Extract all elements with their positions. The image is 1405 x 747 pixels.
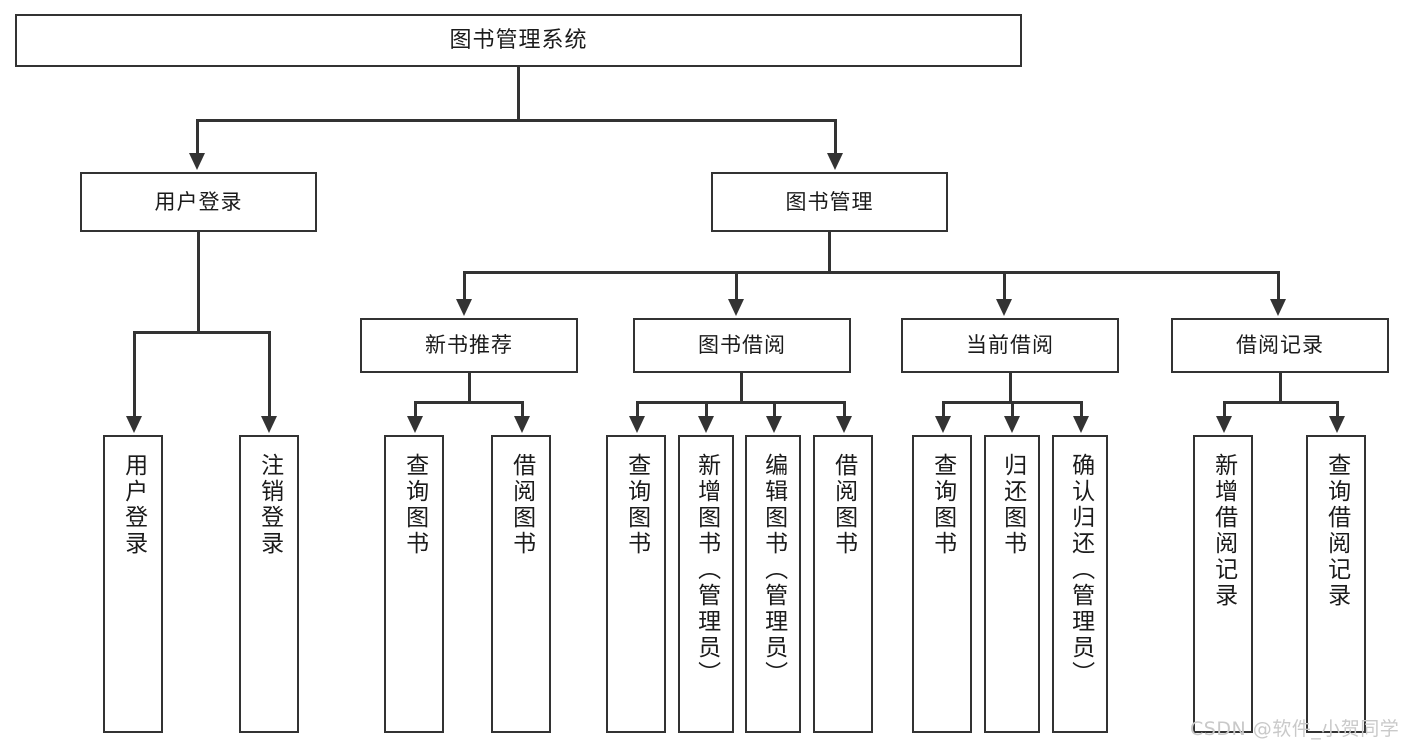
node-label: 注销登录 xyxy=(256,453,283,557)
arrow-book-borrow-to-leaf-3 xyxy=(836,416,852,433)
node-label: 新书推荐 xyxy=(425,333,513,358)
arrow-new-book-to-leaf-0 xyxy=(407,416,423,433)
leaf-user-login-login[interactable]: 用户登录 xyxy=(103,435,163,733)
connector-current-borrow-to-leaf-2 xyxy=(1080,401,1083,418)
connector-book-borrow-to-leaf-1 xyxy=(705,401,708,418)
node-book-management[interactable]: 图书管理 xyxy=(711,172,948,232)
leaf-current-borrow-return[interactable]: 归还图书 xyxy=(984,435,1040,733)
connector-book-borrow-to-leaf-3 xyxy=(843,401,846,418)
arrow-book-borrow-to-leaf-1 xyxy=(698,416,714,433)
arrow-user-login-to-leaf-1 xyxy=(261,416,277,433)
connector-book-mgmt-to-l3-3 xyxy=(1277,271,1280,301)
connector-root-to-user-login xyxy=(196,119,199,155)
connector-current-borrow-to-leaf-1 xyxy=(1011,401,1014,418)
arrow-borrow-record-to-leaf-1 xyxy=(1329,416,1345,433)
leaf-new-book-borrow[interactable]: 借阅图书 xyxy=(491,435,551,733)
node-label: 借阅记录 xyxy=(1236,333,1324,358)
connector-new-book-stem xyxy=(468,373,471,401)
connector-book-borrow-stem xyxy=(740,373,743,401)
arrow-book-borrow-to-leaf-2 xyxy=(766,416,782,433)
leaf-current-borrow-query[interactable]: 查询图书 xyxy=(912,435,972,733)
connector-new-book-bus xyxy=(414,401,524,404)
node-book-borrow[interactable]: 图书借阅 xyxy=(633,318,851,373)
node-borrow-record[interactable]: 借阅记录 xyxy=(1171,318,1389,373)
node-label: 图书借阅 xyxy=(698,333,786,358)
leaf-user-login-logout[interactable]: 注销登录 xyxy=(239,435,299,733)
leaf-borrow-record-add[interactable]: 新增借阅记录 xyxy=(1193,435,1253,733)
leaf-book-borrow-add[interactable]: 新增图书（管理员） xyxy=(678,435,734,733)
arrow-book-mgmt-to-l3-0 xyxy=(456,299,472,316)
connector-borrow-record-to-leaf-1 xyxy=(1336,401,1339,418)
node-label: 查询图书 xyxy=(623,453,650,557)
connector-book-mgmt-to-l3-1 xyxy=(735,271,738,301)
leaf-book-borrow-edit[interactable]: 编辑图书（管理员） xyxy=(745,435,801,733)
node-label: 编辑图书（管理员） xyxy=(760,453,787,687)
arrow-new-book-to-leaf-1 xyxy=(514,416,530,433)
arrow-current-borrow-to-leaf-2 xyxy=(1073,416,1089,433)
node-label: 当前借阅 xyxy=(966,333,1054,358)
arrow-borrow-record-to-leaf-0 xyxy=(1216,416,1232,433)
connector-user-login-bus xyxy=(133,331,270,334)
node-label: 用户登录 xyxy=(154,189,243,214)
connector-root-to-book-mgmt xyxy=(834,119,837,155)
leaf-book-borrow-query[interactable]: 查询图书 xyxy=(606,435,666,733)
arrow-book-mgmt-to-l3-3 xyxy=(1270,299,1286,316)
node-label: 归还图书 xyxy=(999,453,1026,557)
arrow-current-borrow-to-leaf-0 xyxy=(935,416,951,433)
connector-book-borrow-to-leaf-2 xyxy=(773,401,776,418)
connector-new-book-to-leaf-1 xyxy=(521,401,524,418)
node-label: 查询图书 xyxy=(401,453,428,557)
arrow-book-mgmt-to-l3-2 xyxy=(996,299,1012,316)
connector-borrow-record-bus xyxy=(1223,401,1338,404)
node-label: 新增图书（管理员） xyxy=(693,453,720,687)
connector-current-borrow-to-leaf-0 xyxy=(942,401,945,418)
leaf-new-book-query[interactable]: 查询图书 xyxy=(384,435,444,733)
arrow-book-mgmt-to-l3-1 xyxy=(728,299,744,316)
arrow-book-borrow-to-leaf-0 xyxy=(629,416,645,433)
node-label: 用户登录 xyxy=(120,453,147,557)
node-label: 查询图书 xyxy=(929,453,956,557)
leaf-current-borrow-confirm[interactable]: 确认归还（管理员） xyxy=(1052,435,1108,733)
node-user-login[interactable]: 用户登录 xyxy=(80,172,317,232)
arrow-current-borrow-to-leaf-1 xyxy=(1004,416,1020,433)
connector-borrow-record-stem xyxy=(1279,373,1282,401)
connector-borrow-record-to-leaf-0 xyxy=(1223,401,1226,418)
connector-current-borrow-stem xyxy=(1009,373,1012,401)
node-label: 图书管理 xyxy=(785,189,874,214)
connector-new-book-to-leaf-0 xyxy=(414,401,417,418)
connector-user-login-stem xyxy=(197,232,200,331)
node-label: 新增借阅记录 xyxy=(1210,453,1237,609)
connector-root-stem xyxy=(517,67,520,119)
node-root-system[interactable]: 图书管理系统 xyxy=(15,14,1022,67)
leaf-borrow-record-query[interactable]: 查询借阅记录 xyxy=(1306,435,1366,733)
node-label: 查询借阅记录 xyxy=(1323,453,1350,609)
leaf-book-borrow-borrow[interactable]: 借阅图书 xyxy=(813,435,873,733)
connector-book-borrow-to-leaf-0 xyxy=(636,401,639,418)
node-label: 确认归还（管理员） xyxy=(1067,453,1094,687)
connector-book-mgmt-bus xyxy=(463,271,1280,274)
connector-book-mgmt-to-l3-0 xyxy=(463,271,466,301)
arrow-root-to-user-login xyxy=(189,153,205,170)
arrow-user-login-to-leaf-0 xyxy=(126,416,142,433)
connector-book-mgmt-stem xyxy=(828,232,831,271)
node-current-borrow[interactable]: 当前借阅 xyxy=(901,318,1119,373)
connector-user-login-to-leaf-0 xyxy=(133,331,136,418)
node-label: 借阅图书 xyxy=(508,453,535,557)
node-label: 图书管理系统 xyxy=(449,27,588,53)
connector-book-borrow-bus xyxy=(636,401,845,404)
connector-user-login-to-leaf-1 xyxy=(268,331,271,418)
connector-root-bus xyxy=(196,119,837,122)
connector-book-mgmt-to-l3-2 xyxy=(1003,271,1006,301)
node-label: 借阅图书 xyxy=(830,453,857,557)
arrow-root-to-book-mgmt xyxy=(827,153,843,170)
node-new-book-recommend[interactable]: 新书推荐 xyxy=(360,318,578,373)
